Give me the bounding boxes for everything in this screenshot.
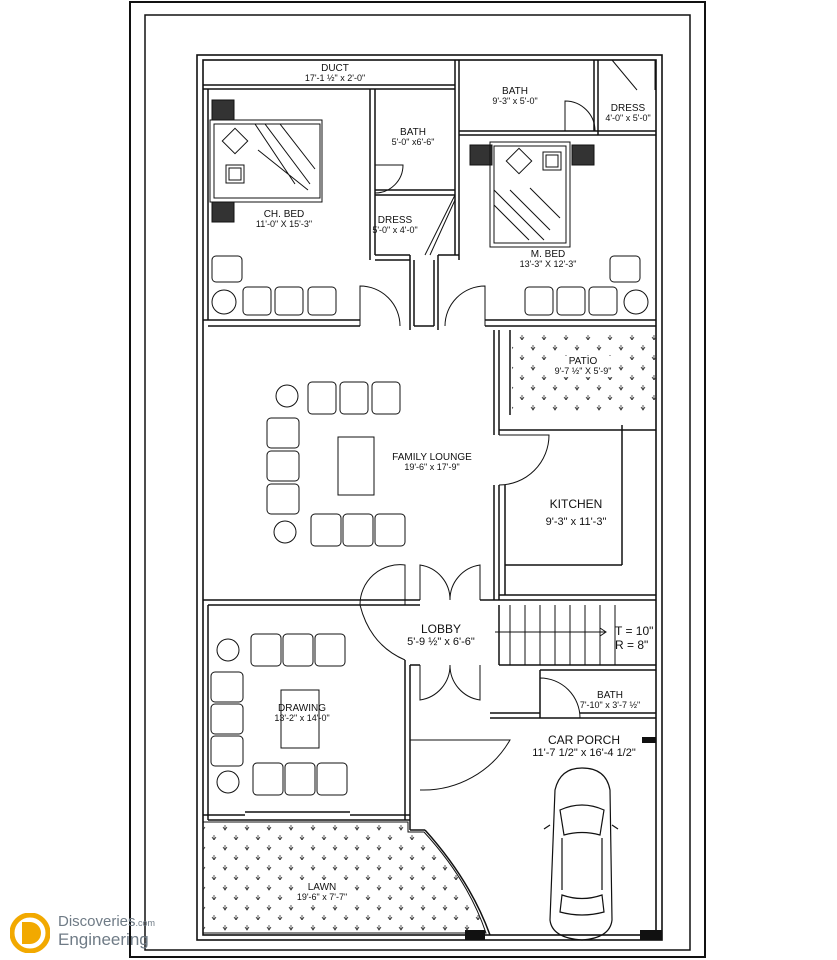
room-name: BATH (400, 127, 426, 138)
kitchen-label: KITCHEN 9'-3" x 11'-3" (545, 497, 607, 529)
room-name: DRAWING (278, 703, 326, 714)
room-dimension: 5'-0" x 4'-0" (372, 225, 418, 235)
room-dimension: 19'-6" x 17'-9" (404, 462, 460, 472)
room-dimension: 5'-9 ½" x 6'-6" (407, 636, 475, 649)
ch-bed-label: CH. BED 11'-0" X 15'-3" (256, 209, 312, 230)
room-dimension: 7'-10" x 3'-7 ½" (579, 700, 641, 710)
car-porch-label: CAR PORCH 11'-7 1/2" x 16'-4 1/2" (532, 733, 636, 760)
bath-ch-label: BATH 5'-0" x6'-6" (392, 127, 435, 148)
room-dimension: 17'-1 ½" x 2'-0" (304, 73, 366, 83)
m-bed-furniture (469, 141, 595, 248)
drawing-furniture (210, 633, 348, 796)
room-name: CAR PORCH (547, 733, 621, 747)
patio-label: PATIO 9'-7 ½" X 5'-9" (552, 356, 614, 377)
room-name: LOBBY (420, 622, 462, 636)
outer-walls (196, 54, 663, 941)
bath-bottom-label: BATH 7'-10" x 3'-7 ½" (580, 690, 640, 711)
duct-label: DUCT 17'-1 ½" x 2'-0" (305, 63, 365, 84)
room-name: DRESS (377, 215, 413, 226)
room-dimension: 19'-6" x 7'-7" (296, 892, 348, 902)
stair-riser: R = 8" (615, 638, 649, 652)
room-dimension: 9'-3" x 11'-3" (545, 516, 607, 529)
room-name: DUCT (321, 63, 349, 74)
lawn-label: LAWN 19'-6" x 7'-7" (294, 882, 350, 903)
sheet-border-outer (129, 1, 706, 958)
sheet-border-inner (144, 14, 691, 951)
dress-fixtures (424, 59, 656, 256)
room-name: LAWN (307, 882, 337, 893)
room-dimension: 13'-2" x 14'-0" (274, 713, 330, 723)
doors (359, 100, 596, 791)
room-dimension: 9'-3" x 5'-0" (492, 96, 538, 106)
car-icon (543, 767, 619, 941)
lawn-hatch (202, 821, 487, 934)
room-name: DRESS (610, 103, 646, 114)
lounge-furniture (266, 381, 406, 547)
room-dimension: 13'-3" X 12'-3" (519, 259, 577, 269)
brand-watermark: Discoveries.com Engineering (10, 905, 210, 955)
ch-bed-furniture (209, 99, 323, 223)
bath-top-label: BATH 9'-3" x 5'-0" (492, 86, 537, 107)
drawing-label: DRAWING 13'-2" x 14'-0" (274, 703, 329, 724)
room-name: M. BED (530, 249, 566, 260)
stairs (495, 605, 616, 665)
m-bed-label: M. BED 13'-3" X 12'-3" (520, 249, 577, 270)
room-dimension: 9'-7 ½" X 5'-9" (554, 366, 612, 376)
room-name: FAMILY LOUNGE (392, 452, 472, 463)
room-name: KITCHEN (549, 497, 603, 511)
room-dimension: 5'-0" x6'-6" (391, 137, 435, 147)
brand-line2: Engineering (58, 930, 149, 949)
room-dimension: 4'-0" x 5'-0" (605, 113, 651, 123)
room-name: PATIO (568, 356, 598, 367)
family-lounge-label: FAMILY LOUNGE 19'-6" x 17'-9" (392, 452, 472, 473)
room-name: CH. BED (263, 209, 305, 220)
dress-ch-label: DRESS 5'-0" x 4'-0" (372, 215, 417, 236)
room-dimension: 11'-7 1/2" x 16'-4 1/2" (532, 747, 636, 760)
brand-line1: Discoveries.com (58, 913, 156, 930)
lobby-label: LOBBY 5'-9 ½" x 6'-6" (407, 622, 475, 649)
logo-icon (10, 913, 50, 953)
room-name: BATH (597, 690, 623, 701)
bedroom-seating (211, 255, 649, 316)
dress-top-label: DRESS 4'-0" x 5'-0" (605, 103, 650, 124)
stair-tread: T = 10" (615, 624, 654, 638)
room-name: BATH (502, 86, 528, 97)
room-dimension: 11'-0" X 15'-3" (255, 219, 313, 229)
wall-posts (465, 737, 662, 940)
